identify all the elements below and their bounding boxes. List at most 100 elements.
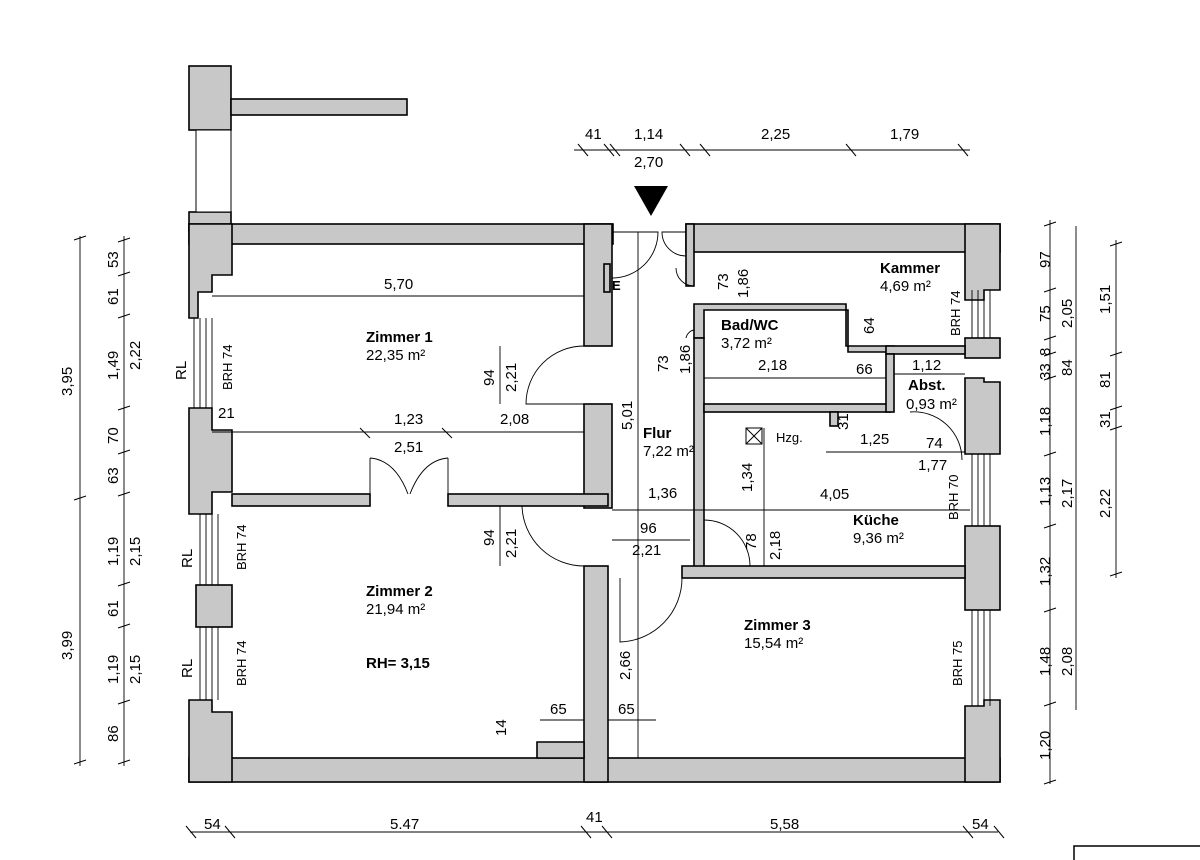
heating-label: Hzg. <box>776 430 803 445</box>
room-name-abst: Abst. <box>908 377 946 394</box>
rl-label-3: RL <box>179 659 196 678</box>
door-zimmer3 <box>619 577 683 643</box>
dim-right-148: 1,48 <box>1037 647 1054 676</box>
dim-z1-208: 2,08 <box>500 411 529 428</box>
room-area-zimmer3: 15,54 m² <box>744 635 803 652</box>
room-name-kammer: Kammer <box>880 260 940 277</box>
wall-bad-kueche <box>703 403 891 413</box>
room-name-flur: Flur <box>643 425 671 442</box>
dim-right-33: 33 <box>1037 363 1054 380</box>
dim-right-84: 84 <box>1059 359 1076 376</box>
room-area-kammer: 4,69 m² <box>880 278 931 295</box>
dim-top-270: 2,70 <box>634 154 663 171</box>
dim-96: 96 <box>640 520 657 537</box>
dim-left-119a: 1,19 <box>105 537 122 566</box>
dim-right-113: 1,13 <box>1037 477 1054 506</box>
windows <box>193 129 991 706</box>
dim-186b: 1,86 <box>677 345 694 374</box>
wall-zimmer1-flur-lower <box>583 403 613 509</box>
dim-right-132: 1,32 <box>1037 557 1054 586</box>
dim-bottom-54-right: 54 <box>972 816 989 833</box>
window-left-1 <box>193 318 213 408</box>
dim-left-399: 3,99 <box>59 631 76 660</box>
dim-bottom-54-left: 54 <box>204 816 221 833</box>
dim-top-114: 1,14 <box>634 126 663 143</box>
room-name-badwc: Bad/WC <box>721 317 779 334</box>
dim-bad-218: 2,18 <box>758 357 787 374</box>
wall-stub-horizontal <box>230 98 408 116</box>
wall-niche <box>536 741 585 759</box>
dim-left-222: 2,22 <box>127 341 144 370</box>
room-name-zimmer3: Zimmer 3 <box>744 617 811 634</box>
brh-right-2: BRH 70 <box>946 474 961 520</box>
dim-z1-123: 1,23 <box>394 411 423 428</box>
wall-zimmer2-zimmer3 <box>583 565 609 783</box>
room-name-kueche: Küche <box>853 512 899 529</box>
rl-label-2: RL <box>179 549 196 568</box>
dim-66: 66 <box>856 361 873 378</box>
brh-left-1: BRH 74 <box>220 344 235 390</box>
entrance-arrow-icon <box>634 186 668 216</box>
dim-221c: 2,21 <box>632 542 661 559</box>
wall-top-right <box>685 223 1001 253</box>
wall-right-pier-2 <box>964 337 1001 359</box>
room-area-zimmer1: 22,35 m² <box>366 347 425 364</box>
dim-right-75: 75 <box>1037 305 1054 322</box>
wall-right-pier-4 <box>964 525 1001 611</box>
dim-left-63: 63 <box>105 467 122 484</box>
dim-64: 64 <box>861 317 878 334</box>
wall-left-pier-3 <box>195 584 233 628</box>
wall-left-pier-4 <box>188 699 233 783</box>
window-left-3 <box>199 627 219 700</box>
window-top-left <box>195 129 232 213</box>
dim-right-81: 81 <box>1097 371 1114 388</box>
dim-78: 78 <box>743 533 760 550</box>
electric-panel <box>603 263 611 293</box>
dim-z1-width: 5,70 <box>384 276 413 293</box>
dim-136: 1,36 <box>648 485 677 502</box>
wall-kueche-step <box>829 411 839 427</box>
wall-left-pier-1 <box>188 223 233 319</box>
wall-stub-vertical <box>188 65 232 131</box>
room-area-flur: 7,22 m² <box>643 443 694 460</box>
door-zimmer2 <box>521 505 585 567</box>
wall-right-pier-5 <box>964 699 1001 783</box>
dim-left-61b: 61 <box>105 600 122 617</box>
dim-31: 31 <box>835 413 852 430</box>
wall-kueche-zimmer3 <box>681 565 966 579</box>
doors <box>369 231 963 643</box>
dim-top-41: 41 <box>585 126 602 143</box>
brh-right-1: BRH 74 <box>948 290 963 336</box>
dim-73a: 73 <box>715 273 732 290</box>
dim-bottom-41: 41 <box>586 809 603 826</box>
dim-left-215b: 2,15 <box>127 655 144 684</box>
entrance-door-right <box>661 231 687 257</box>
room-area-kueche: 9,36 m² <box>853 530 904 547</box>
title-block-corner <box>1073 845 1200 860</box>
door-kammer <box>675 267 695 287</box>
dim-left-395: 3,95 <box>59 367 76 396</box>
brh-right-3: BRH 75 <box>950 640 965 686</box>
door-abst <box>909 411 963 461</box>
dim-bottom-547: 5.47 <box>390 816 419 833</box>
dim-left-149: 1,49 <box>105 351 122 380</box>
dim-65a: 65 <box>550 701 567 718</box>
dim-221a: 2,21 <box>503 363 520 392</box>
dim-left-70: 70 <box>105 427 122 444</box>
brh-left-3: BRH 74 <box>234 640 249 686</box>
rl-label-1: RL <box>173 361 190 380</box>
room-height-label: RH= 3,15 <box>366 655 430 672</box>
dim-right-8: 8 <box>1037 348 1054 356</box>
dim-right-118: 1,18 <box>1037 407 1054 436</box>
entrance-door-left <box>611 231 659 279</box>
dim-186a: 1,86 <box>735 269 752 298</box>
room-area-badwc: 3,72 m² <box>721 335 772 352</box>
dim-right-205: 2,05 <box>1059 299 1076 328</box>
dim-94a: 94 <box>481 369 498 386</box>
window-right-3 <box>971 610 991 706</box>
dim-z1-251: 2,51 <box>394 439 423 456</box>
dim-top-179: 1,79 <box>890 126 919 143</box>
wall-flur-kammer <box>685 223 695 287</box>
room-area-zimmer2: 21,94 m² <box>366 601 425 618</box>
